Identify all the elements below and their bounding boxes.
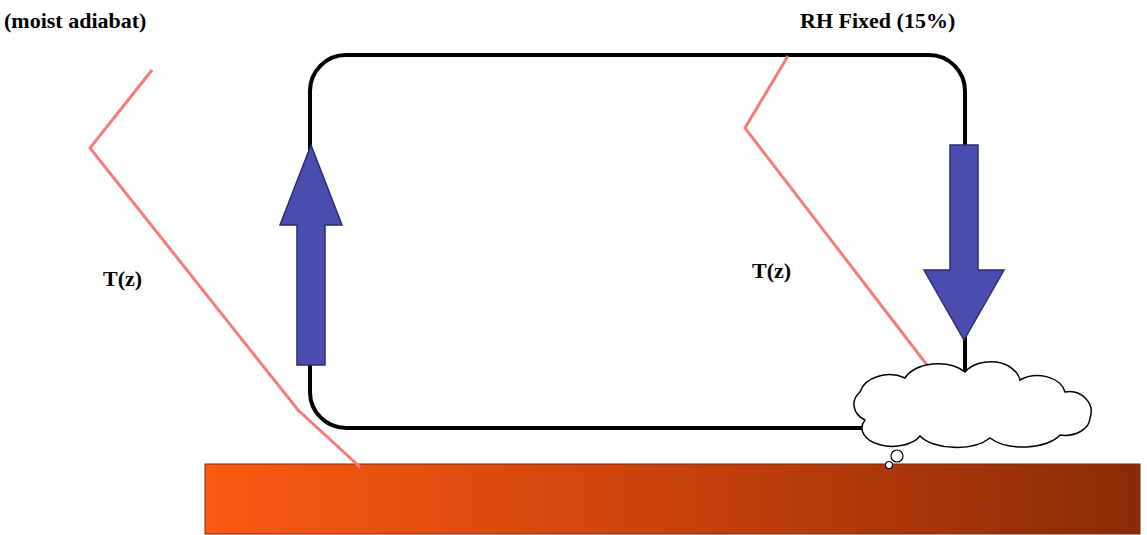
label-anchor: (moist adiabat) <box>4 8 146 33</box>
profile-label: RH Fixed (15%) <box>800 8 955 33</box>
circulation-loop <box>310 55 965 428</box>
axis-label: T(z) <box>103 266 142 291</box>
cloud-bubble <box>886 462 893 469</box>
cloud-bubble <box>891 450 903 462</box>
label-anchor: T(z) <box>103 266 142 291</box>
temperature-profile <box>745 56 937 378</box>
temperature-profile <box>90 70 360 467</box>
label-anchor: T(z) <box>752 258 791 283</box>
ground-surface <box>205 464 1140 534</box>
profile-label: (moist adiabat) <box>4 8 146 33</box>
rising-arrow <box>280 145 342 365</box>
sinking-arrow <box>924 145 1004 340</box>
label-anchor: RH Fixed (15%) <box>800 8 955 33</box>
cloud-symbol <box>854 362 1091 448</box>
axis-label: T(z) <box>752 258 791 283</box>
